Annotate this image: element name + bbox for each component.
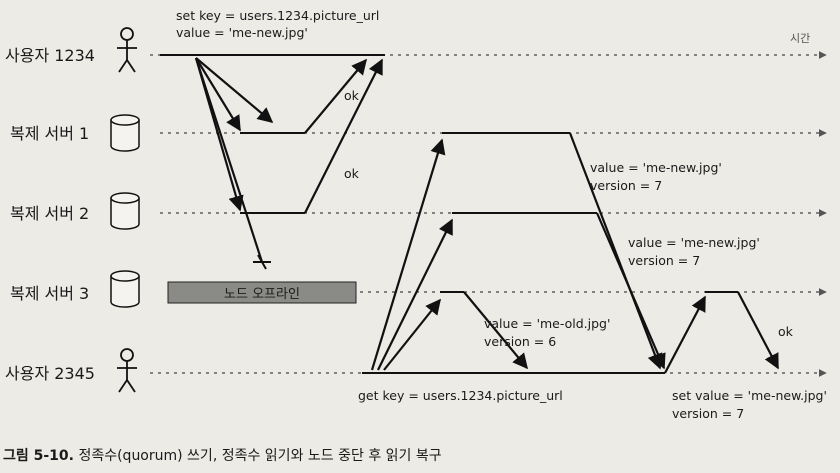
read-repair-line1: set value = 'me-new.jpg' xyxy=(672,388,827,403)
database-icon-replica1 xyxy=(110,114,140,152)
caption-number: 그림 5-10. xyxy=(3,448,74,464)
write-arrows xyxy=(194,57,383,263)
lost-write-mark xyxy=(253,254,271,270)
offline-label: 노드 오프라인 xyxy=(224,287,300,302)
user2345-icon xyxy=(117,348,137,393)
row-label-user1234: 사용자 1234 xyxy=(5,46,95,65)
database-icon-replica3 xyxy=(110,270,140,308)
active-segments xyxy=(160,54,665,374)
read-arrows xyxy=(370,138,453,371)
time-label: 시간 xyxy=(790,32,810,45)
replica1-response-line1: value = 'me-new.jpg' xyxy=(590,160,722,175)
caption-text: 정족수(quorum) 쓰기, 정족수 읽기와 노드 중단 후 읽기 복구 xyxy=(74,448,442,464)
row-label-replica3: 복제 서버 3 xyxy=(10,284,89,303)
database-icon-replica2 xyxy=(110,192,140,230)
figure-caption: 그림 5-10. 정족수(quorum) 쓰기, 정족수 읽기와 노드 중단 후… xyxy=(3,448,442,464)
row-label-replica2: 복제 서버 2 xyxy=(10,204,89,223)
replica2-response-line1: value = 'me-new.jpg' xyxy=(628,235,760,250)
read-repair-line2: version = 7 xyxy=(672,406,744,421)
row-label-user2345: 사용자 2345 xyxy=(5,364,95,383)
user1234-icon xyxy=(117,27,137,73)
replica3-response-line2: version = 6 xyxy=(484,334,556,349)
read-replica-segments xyxy=(440,132,738,293)
ok-label-2: ok xyxy=(344,166,360,181)
replica2-response-line2: version = 7 xyxy=(628,253,700,268)
ok-label-1: ok xyxy=(344,88,360,103)
offline-bar xyxy=(167,281,357,304)
replica1-response-line2: version = 7 xyxy=(590,178,662,193)
ok-label-3: ok xyxy=(778,324,794,339)
replica3-response-line1: value = 'me-old.jpg' xyxy=(484,316,610,331)
write-request-line2: value = 'me-new.jpg' xyxy=(176,25,308,40)
row-label-replica1: 복제 서버 1 xyxy=(10,124,89,143)
write-request-line1: set key = users.1234.picture_url xyxy=(176,8,379,23)
read-request-label: get key = users.1234.picture_url xyxy=(358,388,563,403)
response-arrows xyxy=(463,132,779,374)
